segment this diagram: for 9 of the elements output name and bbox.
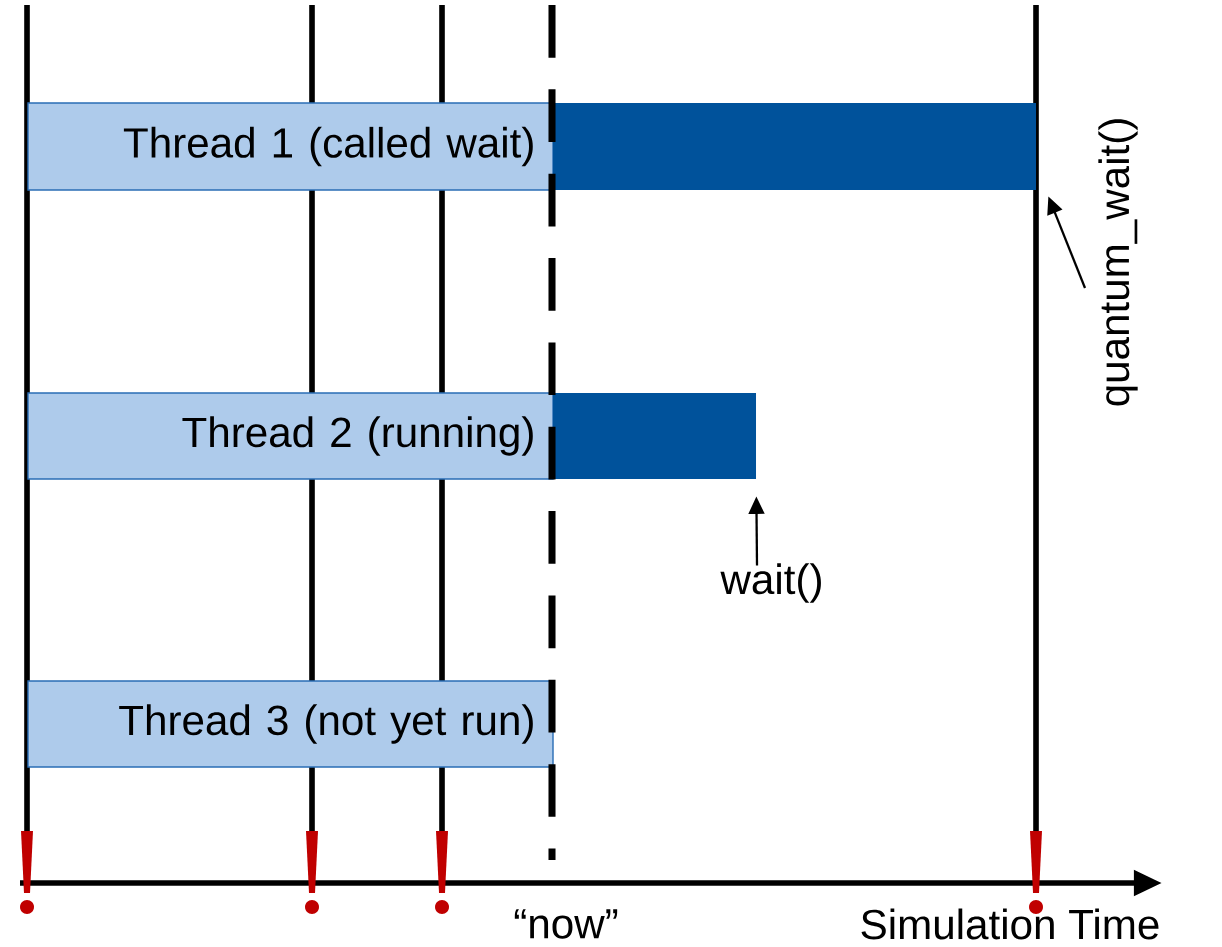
axis-label: Simulation Time [861,908,1159,940]
axis-label: “now” [514,909,618,939]
call-label: quantum_wait() [1098,119,1138,406]
run-bar [553,393,756,479]
thread-bar: Thread 2 (running) [27,392,554,480]
thread-bar: Thread 3 (not yet run) [27,680,554,768]
thread-bar: Thread 1 (called wait) [27,102,554,191]
run-bar [553,103,1036,190]
call-label: wait() [720,563,821,603]
